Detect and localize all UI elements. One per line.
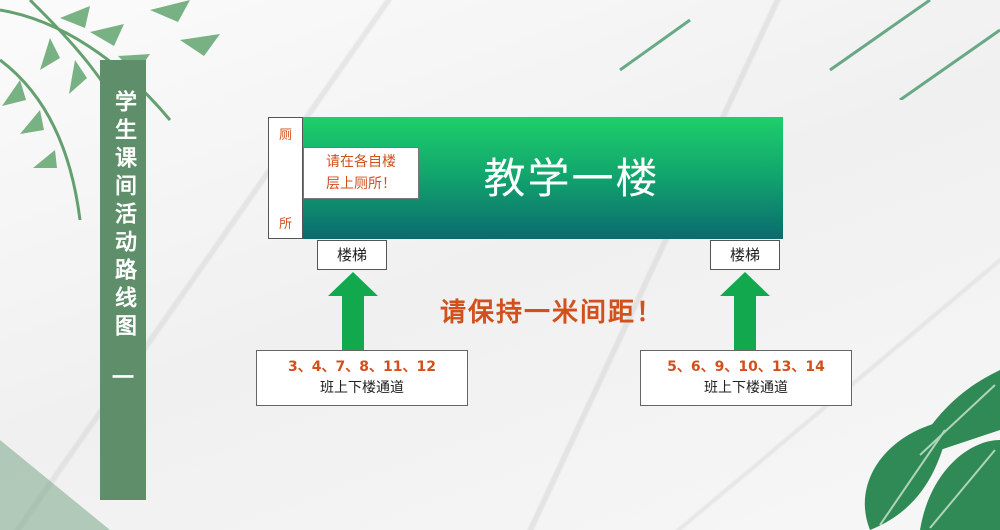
toilet-box: 厕 所 bbox=[268, 117, 303, 239]
route-path-left: 班上下楼通道 bbox=[320, 380, 404, 396]
leaf-decoration-top-left bbox=[0, 0, 220, 221]
leaf-decoration-bottom-right bbox=[864, 370, 1000, 530]
toilet-label-top: 厕 bbox=[278, 128, 292, 143]
notice-line-2: 层上厕所！ bbox=[326, 176, 396, 192]
toilet-label-bottom: 所 bbox=[278, 217, 292, 232]
stair-left: 楼梯 bbox=[317, 240, 387, 270]
route-path-right: 班上下楼通道 bbox=[704, 380, 788, 396]
side-title: 学生课间活动路线图 bbox=[111, 90, 136, 342]
line-decoration-top-right bbox=[619, 0, 1000, 100]
notice-line-1: 请在各自楼 bbox=[326, 154, 396, 170]
corner-decoration-bottom-left bbox=[0, 440, 110, 530]
route-classes-left: 3、4、7、8、11、12 bbox=[288, 359, 436, 375]
route-box-left: 3、4、7、8、11、12 班上下楼通道 bbox=[256, 350, 468, 406]
arrow-up-left bbox=[328, 272, 378, 352]
route-box-right: 5、6、9、10、13、14 班上下楼通道 bbox=[640, 350, 852, 406]
keep-distance-text: 请保持一米间距！ bbox=[440, 298, 665, 328]
arrow-up-right bbox=[720, 272, 770, 352]
side-number: 一 bbox=[111, 366, 134, 391]
side-title-banner: 学生课间活动路线图 一 bbox=[100, 60, 146, 500]
teaching-building: 教学一楼 bbox=[300, 117, 783, 239]
stair-right: 楼梯 bbox=[710, 240, 780, 270]
building-name: 教学一楼 bbox=[483, 154, 660, 203]
route-classes-right: 5、6、9、10、13、14 bbox=[667, 359, 825, 375]
toilet-notice: 请在各自楼 层上厕所！ bbox=[303, 147, 419, 199]
